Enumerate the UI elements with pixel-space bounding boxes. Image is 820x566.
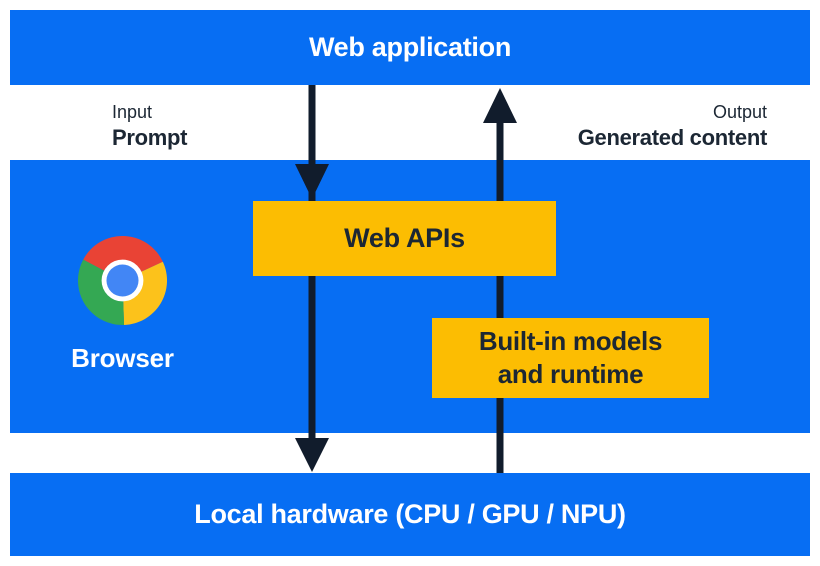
local-hardware-bar: Local hardware (CPU / GPU / NPU)	[10, 473, 810, 556]
output-value: Generated content	[577, 125, 768, 150]
output-arrow-up-head	[483, 88, 517, 123]
chrome-logo-blue-center	[106, 264, 139, 297]
builtin-models-box: Built-in models and runtime	[432, 318, 709, 398]
local-hardware-label: Local hardware (CPU / GPU / NPU)	[194, 499, 626, 529]
web-application-bar: Web application	[10, 10, 810, 85]
chrome-logo-icon	[78, 236, 167, 325]
web-application-label: Web application	[308, 32, 512, 62]
output-labels: Output Generated content	[577, 100, 768, 152]
builtin-models-label-line1: Built-in models	[478, 326, 663, 356]
web-apis-label: Web APIs	[344, 223, 465, 253]
browser-label: Browser	[71, 343, 174, 373]
input-labels: Input Prompt	[112, 100, 188, 152]
chrome-logo-red-segment	[83, 236, 163, 281]
builtin-models-label-line2: and runtime	[497, 359, 644, 389]
web-apis-box: Web APIs	[253, 201, 556, 276]
input-value: Prompt	[112, 125, 188, 150]
output-title: Output	[712, 102, 767, 122]
input-title: Input	[112, 102, 153, 122]
input-arrow-down-head-lower	[295, 438, 329, 472]
